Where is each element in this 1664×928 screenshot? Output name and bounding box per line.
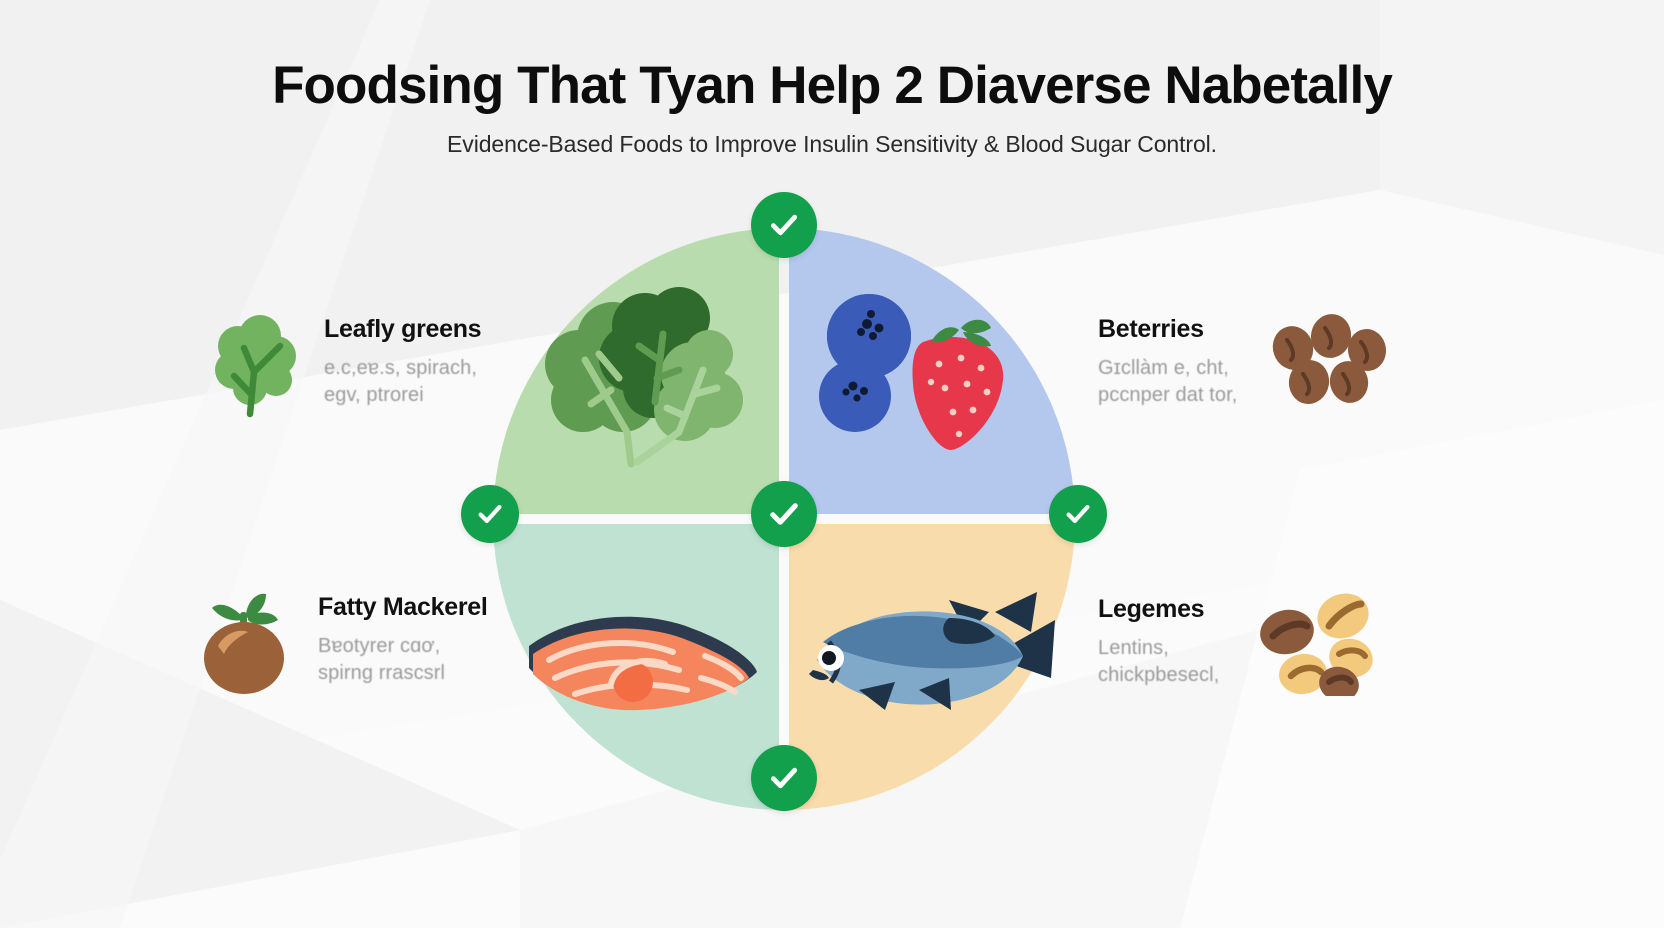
card-fatty-mackerel-text: Fatty Mackerel Bɐotyrer cɑơ, spirng rras… — [318, 588, 488, 688]
card-fatty-mackerel[interactable]: Fatty Mackerel Bɐotyrer cɑơ, spirng rras… — [196, 588, 488, 703]
card-title: Beterries — [1098, 315, 1204, 343]
check-icon — [770, 214, 798, 236]
check-icon — [770, 767, 798, 789]
page-title: Foodsing That Tyan Help 2 Diaverse Nabet… — [272, 56, 1393, 115]
card-title: Fatty Mackerel — [318, 593, 488, 621]
leafy-greens-illustration — [545, 287, 743, 468]
page-header: Foodsing That Tyan Help 2 Diaverse Nabet… — [0, 56, 1664, 158]
check-icon — [478, 505, 502, 523]
root-vegetable-icon — [196, 588, 292, 703]
card-berries[interactable]: Beterries Gɪcllàm e, cht, pccnper dat to… — [1098, 310, 1389, 415]
quadrant-berries[interactable] — [789, 228, 1075, 514]
spinach-leaf-icon — [214, 310, 298, 425]
berries-cluster-icon — [1263, 310, 1389, 415]
check-icon — [1066, 505, 1090, 523]
check-badge-center[interactable] — [751, 481, 817, 547]
check-badge-top[interactable] — [751, 192, 817, 258]
check-badge-right[interactable] — [1049, 485, 1107, 543]
card-subtitle: Bɐotyrer cɑơ, spirng rrascsrl — [318, 634, 446, 685]
quadrant-leafy-greens[interactable] — [493, 228, 779, 514]
quadrant-salmon[interactable] — [493, 524, 779, 810]
legume-beans-icon — [1245, 590, 1379, 702]
card-subtitle: e.ᴄ,eɐ.s, spirach, egv, ptrorei — [324, 356, 477, 407]
page-subtitle: Evidence-Based Foods to Improve Insulin … — [447, 131, 1217, 158]
check-icon — [770, 503, 798, 525]
check-badge-bottom[interactable] — [751, 745, 817, 811]
card-leafy-greens[interactable]: Leafly greens e.ᴄ,eɐ.s, spirach, egv, pt… — [214, 310, 482, 425]
whole-fish-illustration — [809, 592, 1055, 710]
card-title: Legemes — [1098, 595, 1205, 623]
card-legumes-text: Legemes Lentins, chickpbesecl, — [1098, 590, 1219, 690]
background-shape-diagonal — [0, 0, 430, 928]
card-subtitle: Lentins, chickpbesecl, — [1098, 636, 1220, 687]
quadrant-mackerel[interactable] — [789, 524, 1075, 810]
background-shape-right — [1180, 400, 1664, 928]
card-title: Leafly greens — [324, 315, 482, 343]
berries-illustration — [819, 294, 1004, 450]
card-berries-text: Beterries Gɪcllàm e, cht, pccnper dat to… — [1098, 310, 1237, 410]
food-quadrant-wheel — [461, 192, 1107, 811]
salmon-fillet-illustration — [529, 616, 757, 711]
card-subtitle: Gɪcllàm e, cht, pccnper dat tor, — [1098, 356, 1238, 407]
card-leafy-greens-text: Leafly greens e.ᴄ,eɐ.s, spirach, egv, pt… — [324, 310, 482, 410]
check-badge-left[interactable] — [461, 485, 519, 543]
card-legumes[interactable]: Legemes Lentins, chickpbesecl, — [1098, 590, 1379, 702]
